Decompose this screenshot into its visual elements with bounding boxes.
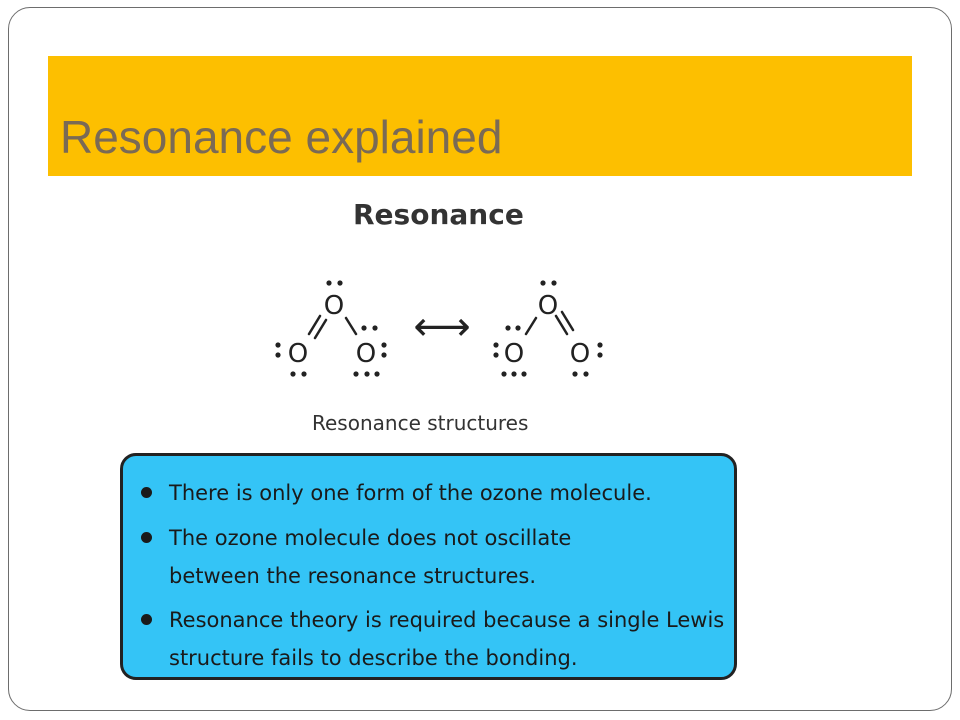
bullet-item: There is only one form of the ozone mole…: [141, 474, 721, 512]
left-double-bond-b: [313, 318, 328, 340]
bullet-item: The ozone molecule does not oscillate be…: [141, 519, 721, 595]
lone-pair-dot: [381, 342, 387, 348]
bullet-dot-icon: [141, 487, 152, 498]
bullet-item: Resonance theory is required because a s…: [141, 601, 724, 677]
right-bottom-left-oxygen: O: [504, 339, 524, 369]
lone-pair-dot: [290, 371, 296, 377]
right-bottom-right-oxygen: O: [570, 339, 590, 369]
resonance-diagram: O O O O O O ⟷: [275, 280, 603, 377]
figure-heading: Resonance: [353, 198, 524, 231]
lone-pair-dot: [374, 371, 380, 377]
title-bar: [48, 56, 912, 176]
lone-pair-dot: [301, 371, 307, 377]
lone-pair-dot: [364, 371, 370, 377]
lone-pair-dot: [337, 280, 343, 286]
lone-pair-dot: [597, 342, 603, 348]
bullet-text: The ozone molecule does not oscillate be…: [169, 526, 572, 588]
lone-pair-dot: [493, 342, 499, 348]
lone-pair-dot: [501, 371, 507, 377]
lone-pair-dot: [505, 325, 511, 331]
left-single-bond: [344, 316, 358, 336]
lone-pair-dot: [583, 371, 589, 377]
bullet-text: There is only one form of the ozone mole…: [169, 481, 652, 505]
lone-pair-dot: [353, 371, 359, 377]
bullet-dot-icon: [141, 532, 152, 543]
left-bottom-right-oxygen: O: [356, 339, 376, 369]
bullet-text: Resonance theory is required because a s…: [169, 608, 725, 670]
lone-pair-dot: [275, 342, 281, 348]
resonance-arrow: ⟷: [413, 304, 470, 350]
lone-pair-dot: [372, 325, 378, 331]
lone-pair-dot: [493, 352, 499, 358]
lone-pair-dot: [597, 352, 603, 358]
right-single-bond: [524, 316, 538, 336]
lone-pair-dot: [511, 371, 517, 377]
lone-pair-dot: [540, 280, 546, 286]
right-double-bond-b: [560, 310, 575, 332]
lone-pair-dot: [521, 371, 527, 377]
left-bottom-left-oxygen: O: [288, 339, 308, 369]
left-top-oxygen: O: [324, 291, 344, 321]
right-double-bond-a: [554, 314, 569, 336]
lone-pair-dot: [326, 280, 332, 286]
lone-pair-dot: [381, 352, 387, 358]
slide-title: Resonance explained: [60, 111, 503, 163]
lone-pair-dot: [551, 280, 557, 286]
lone-pair-dot: [361, 325, 367, 331]
bullet-dot-icon: [141, 614, 152, 625]
lone-pair-dot: [515, 325, 521, 331]
figure-caption: Resonance structures: [312, 411, 529, 435]
info-box: There is only one form of the ozone mole…: [120, 453, 737, 680]
lone-pair-dot: [572, 371, 578, 377]
right-top-oxygen: O: [538, 291, 558, 321]
left-double-bond-a: [307, 314, 322, 336]
lone-pair-dot: [275, 352, 281, 358]
